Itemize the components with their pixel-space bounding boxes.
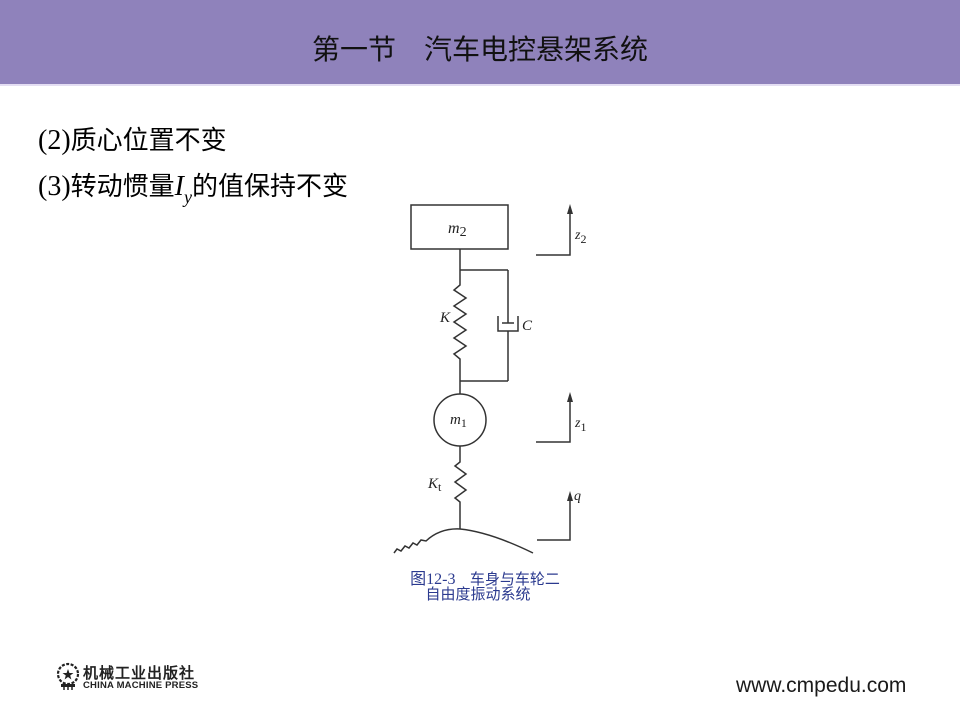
z2-label: z2	[574, 228, 586, 246]
publisher-logo: 机械工业出版社 CHINA MACHINE PRESS	[55, 662, 235, 692]
figure-number: 图12-3	[410, 571, 456, 588]
bullet-text-before: 转动惯量	[70, 172, 175, 202]
tire-spring-kt	[453, 446, 468, 529]
figure-caption-line1: 图12-3 车身与车轮二	[380, 565, 590, 589]
suspension-diagram: m2 K C m1 Kt z2 z1 q	[390, 200, 600, 560]
m2-label: m2	[448, 220, 467, 240]
slide-header: 第一节 汽车电控悬架系统	[0, 0, 960, 86]
caption-text-2: 自由度振动系统	[425, 585, 531, 603]
figure-caption-line2: 自由度振动系统	[373, 583, 583, 604]
publisher-name-cn: 机械工业出版社	[83, 664, 196, 682]
bullet-item-3: (3)转动惯量Iy的值保持不变	[38, 166, 349, 207]
slide-title: 第一节 汽车电控悬架系统	[311, 33, 648, 66]
m1-label: m1	[450, 412, 467, 430]
bullet-text-after: 的值保持不变	[192, 172, 349, 202]
k-label: K	[439, 310, 451, 326]
publisher-name-en: CHINA MACHINE PRESS	[83, 680, 199, 691]
bullet-number: (2)	[38, 125, 71, 156]
caption-text-1: 车身与车轮二	[469, 570, 560, 588]
website-url: www.cmpedu.com	[736, 674, 907, 697]
inertia-variable: I	[174, 171, 184, 202]
c-label: C	[522, 318, 533, 334]
road-profile	[393, 528, 534, 554]
bullet-item-2: (2)质心位置不变	[38, 120, 227, 157]
gear-emblem-icon	[56, 662, 80, 690]
bullet-number: (3)	[38, 171, 71, 202]
inertia-subscript: y	[184, 187, 192, 207]
q-label: q	[574, 489, 581, 504]
bullet-text: 质心位置不变	[70, 126, 227, 156]
spring-k	[452, 270, 468, 381]
kt-label: Kt	[427, 476, 442, 494]
z1-label: z1	[574, 416, 586, 434]
